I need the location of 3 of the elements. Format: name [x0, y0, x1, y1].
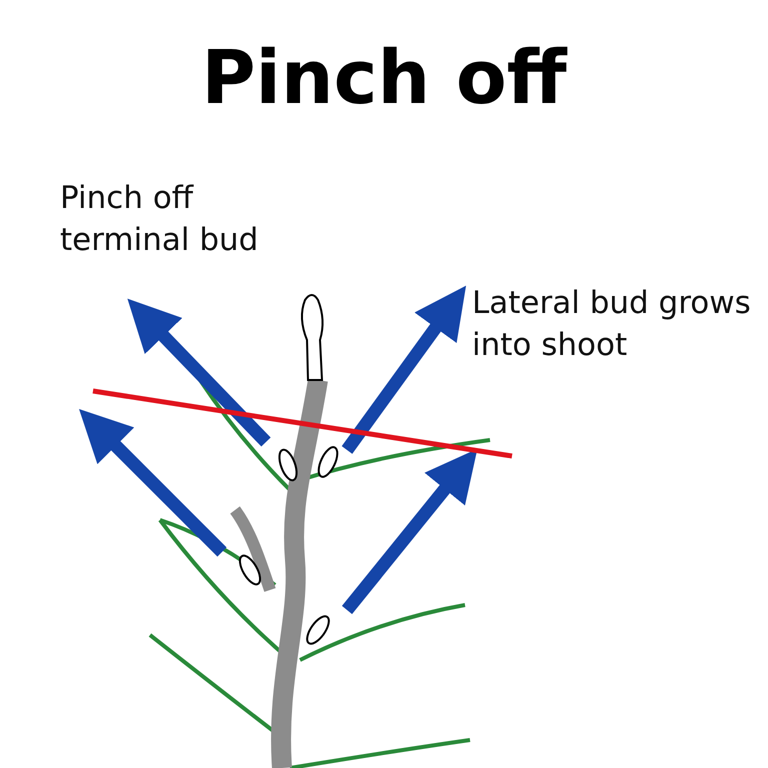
annotation-text: Pinch off terminal bud — [60, 179, 260, 260]
title: Pinch off — [200, 38, 568, 120]
annotation-text: Lateral bud grows into shoot — [472, 284, 752, 365]
